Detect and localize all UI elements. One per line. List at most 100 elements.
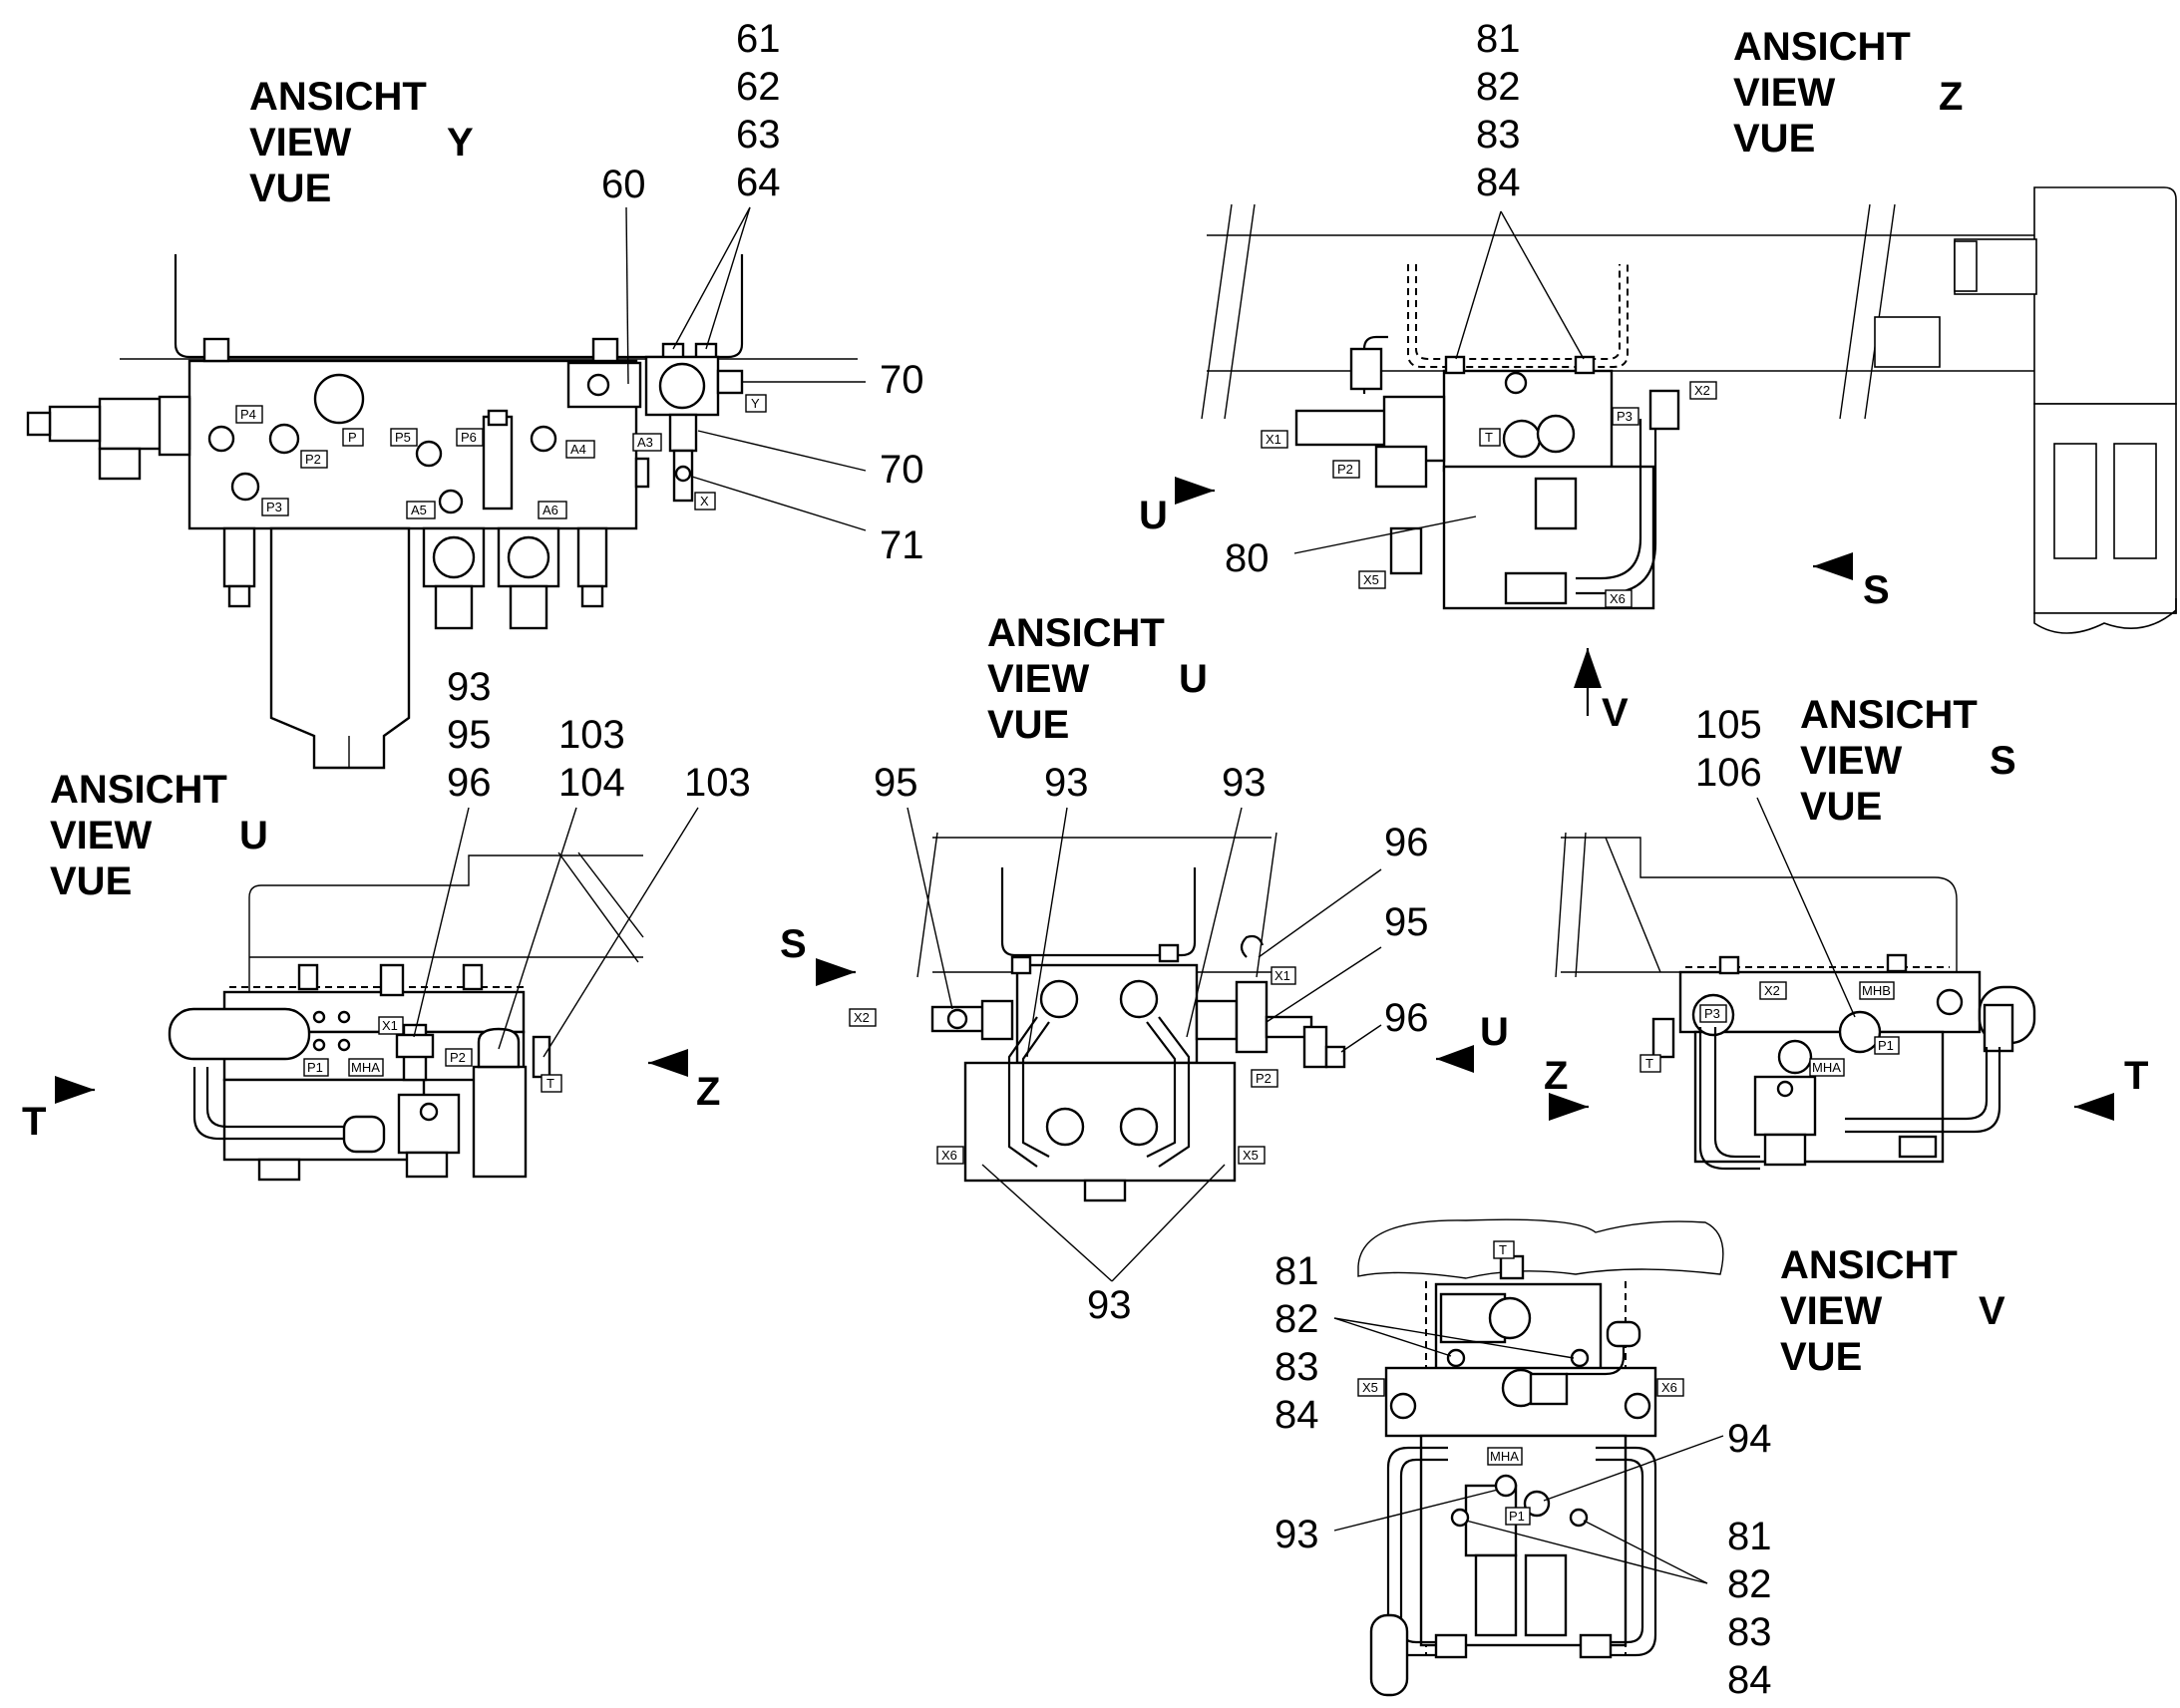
view-v-port-tags: T X5 X6 MHA P1 (1357, 1240, 1684, 1526)
leader-u2-96a (1258, 868, 1382, 958)
view-z-port-tags: X2 X1 P3 T P2 X5 X6 (1261, 381, 1717, 608)
view-y-port-tags: P4 P2 P P5 P6 A4 A3 P3 A5 A6 Y X (235, 394, 767, 519)
leader-v-93 (1333, 1489, 1499, 1532)
callout-s-106: 106 (1695, 751, 1762, 795)
view-u2-lower-body (963, 1061, 1237, 1183)
view-y-tag-p2-box (300, 450, 328, 469)
view-z-x5-stub (1389, 526, 1423, 575)
view-u2-ansicht: ANSICHT (987, 611, 1165, 655)
view-y-bolt (202, 337, 230, 363)
callout-70-lower: 70 (880, 448, 924, 492)
view-y-left-nut (48, 405, 102, 443)
view-y-bolt (591, 337, 619, 363)
callout-v-84a: 84 (1274, 1393, 1319, 1437)
callout-60: 60 (601, 163, 646, 206)
view-u-left-title: ANSICHT VIEW VUE U (50, 768, 268, 903)
view-z-cylinder-break (2033, 598, 2177, 634)
arrow-z-right-head (1549, 1093, 1589, 1121)
arrow-s-mid-head (816, 958, 856, 986)
view-y-tag-p-box (342, 428, 364, 447)
view-v-bottom-stub (1579, 1633, 1613, 1659)
view-y-tag-p5-box (390, 428, 418, 447)
view-y-tag-a5-box (406, 501, 436, 519)
view-z-port-main (1536, 414, 1576, 454)
view-z-bolt-left (1444, 355, 1466, 375)
view-y-left-nut-end (26, 411, 52, 437)
arrow-s-label: S (1863, 568, 1890, 612)
view-y-part-71-hole (674, 465, 692, 483)
callout-s-105: 105 (1695, 703, 1762, 747)
view-u2-port-tags: X1 X2 P2 X6 X5 (849, 966, 1296, 1165)
view-s-tag-mhb-box (1859, 981, 1895, 1000)
view-u1-lower-body (222, 1078, 426, 1162)
callout-v-81a: 81 (1274, 1249, 1319, 1293)
leader-70-lower (697, 430, 867, 472)
arrow-t-left-label: T (22, 1100, 46, 1144)
view-z-tag-t: T (1485, 430, 1493, 445)
view-y-port-p (313, 373, 365, 425)
view-z-bolt-right (1574, 355, 1596, 375)
view-v-title: ANSICHT VIEW VUE V (1780, 1243, 2005, 1379)
view-u2-tag-x1-box (1271, 966, 1296, 985)
view-z: ANSICHT VIEW VUE Z (1139, 17, 2177, 735)
view-u2-tag-x6-box (936, 1146, 964, 1165)
callout-u1-96: 96 (447, 761, 492, 805)
view-y-under-stub-end (227, 584, 251, 608)
view-s-mhb-valve (1838, 1010, 1882, 1054)
view-z-break-right-b (1864, 203, 1896, 420)
view-z-port-top (1504, 371, 1528, 395)
arrow-s-mid-label: S (780, 922, 807, 966)
view-s: ANSICHT VIEW VUE S P3 (1544, 693, 2148, 1171)
view-u1-frame-diag-a (557, 852, 639, 963)
view-s-vue: VUE (1800, 785, 1882, 829)
view-s-coil-stem (1763, 1133, 1807, 1167)
callout-84: 84 (1476, 161, 1521, 204)
view-s-tag-p3-box (1699, 1004, 1727, 1023)
leader-v-82a-right (1333, 1317, 1575, 1359)
view-v-tag-mha-box (1487, 1447, 1523, 1466)
view-u2-arrows: S U (780, 922, 1509, 1073)
view-u1-pipe-a (192, 1067, 369, 1141)
view-v-pipe-top-elbow (1606, 1320, 1641, 1348)
view-u2-fitting-nut-left (980, 999, 1014, 1041)
view-s-tag-mha: MHA (1812, 1060, 1841, 1075)
view-u2-bolt (1010, 955, 1032, 975)
callout-u2-93a: 93 (1044, 761, 1089, 805)
view-z-rod-a (2053, 443, 2097, 559)
arrow-t-right-label: T (2124, 1054, 2148, 1098)
view-u1-under-stub (257, 1158, 301, 1182)
view-u1-hole (312, 1038, 326, 1052)
view-v-lower-body (1419, 1434, 1628, 1647)
callout-v-82a: 82 (1274, 1297, 1319, 1341)
view-y-vue: VUE (249, 167, 331, 210)
view-y-coil-a5-stem (434, 584, 474, 630)
view-u1-hole (337, 1010, 351, 1024)
view-u2-tube-right-a (1158, 1016, 1191, 1168)
view-s-frame (1561, 837, 1958, 973)
view-u1-frame-top (248, 854, 643, 997)
callout-82: 82 (1476, 65, 1521, 109)
arrow-t-right-head (2074, 1093, 2114, 1121)
view-s-right-collar (1983, 1003, 2014, 1053)
view-v-bolt-right (1624, 1392, 1651, 1420)
view-s-diag (1605, 837, 1661, 973)
view-s-pipe-left-a (1698, 1027, 1760, 1171)
callout-83: 83 (1476, 113, 1521, 157)
view-u1-bolt (462, 963, 484, 991)
view-y-port-p2 (268, 423, 300, 455)
view-v-tag-p1-box (1505, 1507, 1531, 1526)
view-u2-top-port-right (1119, 979, 1159, 1019)
view-y-ansicht: ANSICHT (249, 75, 427, 119)
leader-v-94 (1543, 1435, 1724, 1502)
view-u1-t-fitting (532, 1035, 551, 1079)
view-u1-tag-p2-box (445, 1048, 473, 1067)
leader-60 (625, 206, 629, 385)
view-y-valve-p6 (482, 415, 514, 511)
view-u1-tag-x1-box (378, 1016, 404, 1035)
view-y-tag-p2: P2 (305, 452, 321, 467)
view-v-lower-valve-left (1474, 1553, 1518, 1637)
view-v-lower-valve-right (1524, 1553, 1568, 1637)
view-v-view: VIEW (1780, 1289, 1882, 1333)
view-z-fitting-p2 (1374, 445, 1428, 489)
view-y-tag-p: P (348, 430, 357, 445)
